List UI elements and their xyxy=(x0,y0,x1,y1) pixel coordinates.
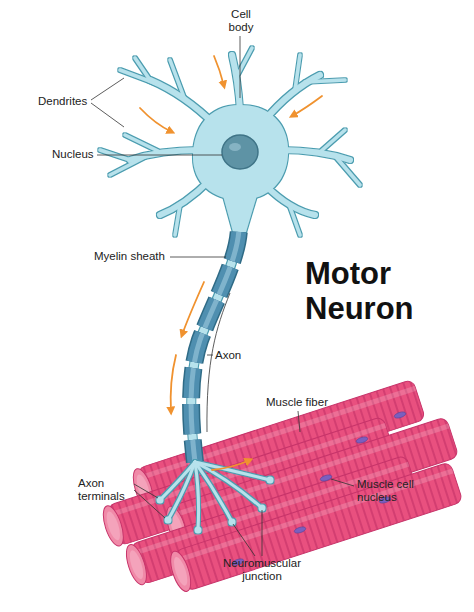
nucleus-highlight xyxy=(229,143,241,151)
part-label: Muscle fiber xyxy=(266,396,346,409)
diagram-title: Motor Neuron xyxy=(305,256,435,326)
axon-terminals xyxy=(157,462,274,534)
muscle-fibers xyxy=(91,373,472,609)
part-label: Nucleus xyxy=(52,148,102,161)
part-label: Myelin sheath xyxy=(94,250,174,263)
part-label: Axon terminals xyxy=(78,477,136,503)
neuron-nucleus xyxy=(222,135,258,169)
part-label: Dendrites xyxy=(38,95,98,108)
part-label: Axon xyxy=(215,349,255,362)
muscle-fiber xyxy=(167,462,463,594)
part-label: Cell body xyxy=(222,8,260,34)
part-label: Neuromuscular junction xyxy=(212,557,312,583)
myelin-sheath xyxy=(191,228,239,462)
part-label: Muscle cell nucleus xyxy=(357,478,429,504)
